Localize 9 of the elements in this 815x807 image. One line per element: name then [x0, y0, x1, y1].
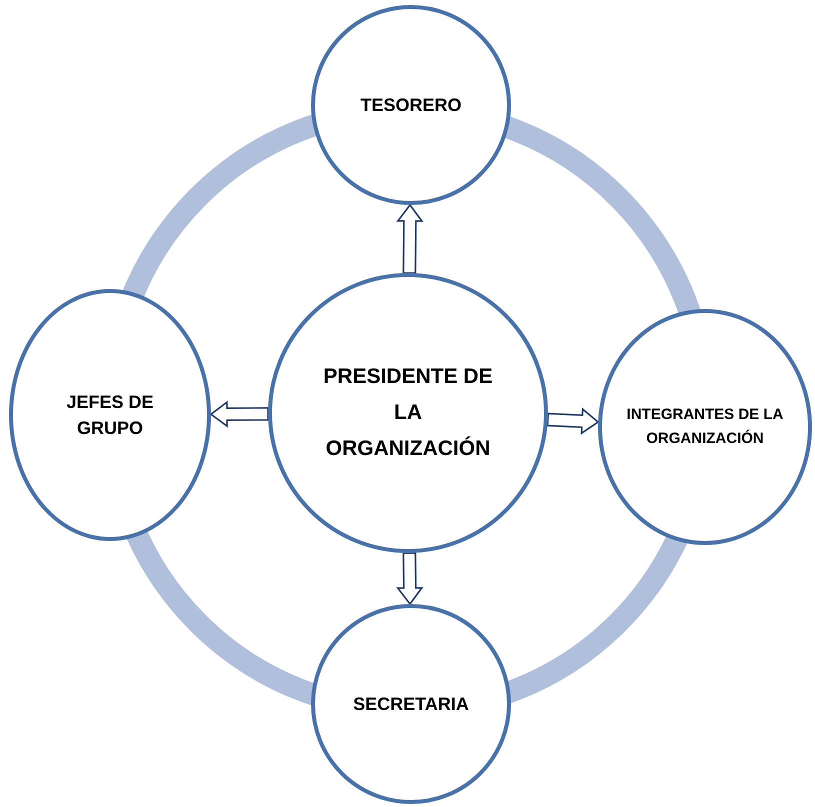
block-arrow [396, 204, 424, 274]
node-label: TESORERO [359, 94, 462, 117]
block-arrow [396, 552, 424, 606]
block-arrow [546, 408, 600, 435]
node-label: INTEGRANTES DE LA ORGANIZACIÓN [626, 405, 784, 449]
node-label: PRESIDENTE DE LA ORGANIZACIÓN [322, 364, 494, 462]
node-label: JEFES DE GRUPO [65, 391, 155, 440]
node-label: SECRETARIA [352, 693, 470, 716]
block-arrow [210, 400, 269, 428]
